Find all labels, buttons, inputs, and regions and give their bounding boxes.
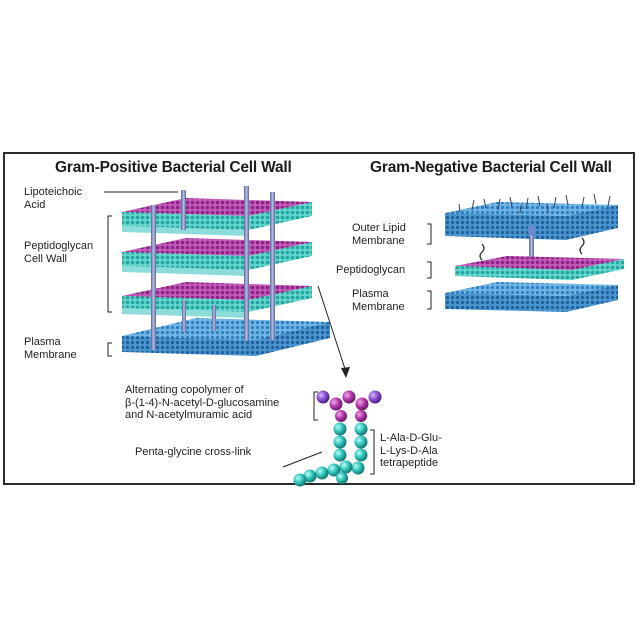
gn-plasma-membrane-label: Plasma Membrane <box>352 288 405 313</box>
gp-peptidoglycan-layer-2 <box>122 238 312 276</box>
gn-peptidoglycan-layer <box>455 256 624 280</box>
gram-positive-title: Gram-Positive Bacterial Cell Wall <box>55 159 292 176</box>
gram-negative-title: Gram-Negative Bacterial Cell Wall <box>370 159 612 176</box>
gn-lipoproteins <box>479 237 585 261</box>
gn-label-pointers <box>427 223 432 310</box>
pointer-arrowhead <box>341 367 350 378</box>
gp-label-pointers <box>104 191 347 373</box>
gn-outer-membrane <box>445 202 618 240</box>
gn-lps-strands <box>458 193 611 214</box>
gn-porin-cap <box>527 225 536 235</box>
gram-negative-stack <box>445 193 624 312</box>
copolymer-label: Alternating copolymer of β-(1-4)-N-acety… <box>125 384 280 421</box>
gn-plasma-membrane <box>445 282 618 312</box>
gp-peptidoglycan-layer-1 <box>122 198 312 236</box>
penta-glycine-label: Penta-glycine cross-link <box>135 446 252 458</box>
tetrapeptide-label: L-Ala-D-Glu- L-Lys-D-Ala tetrapeptide <box>380 432 442 469</box>
lipoteichoic-acid-label: Lipoteichoic Acid <box>24 186 83 211</box>
gp-peptidoglycan-layer-3 <box>122 282 312 318</box>
outer-lipid-membrane-label: Outer Lipid Membrane <box>352 222 406 247</box>
gn-porin <box>529 228 534 262</box>
peptidoglycan-molecule-detail <box>282 390 382 487</box>
peptidoglycan-cell-wall-label: Peptidoglycan Cell Wall <box>24 240 94 265</box>
gp-lipoteichoic-poles <box>151 186 275 350</box>
gp-plasma-membrane-label: Plasma Membrane <box>24 336 77 361</box>
gn-peptidoglycan-label: Peptidoglycan <box>336 264 406 276</box>
gram-positive-stack <box>122 186 330 356</box>
